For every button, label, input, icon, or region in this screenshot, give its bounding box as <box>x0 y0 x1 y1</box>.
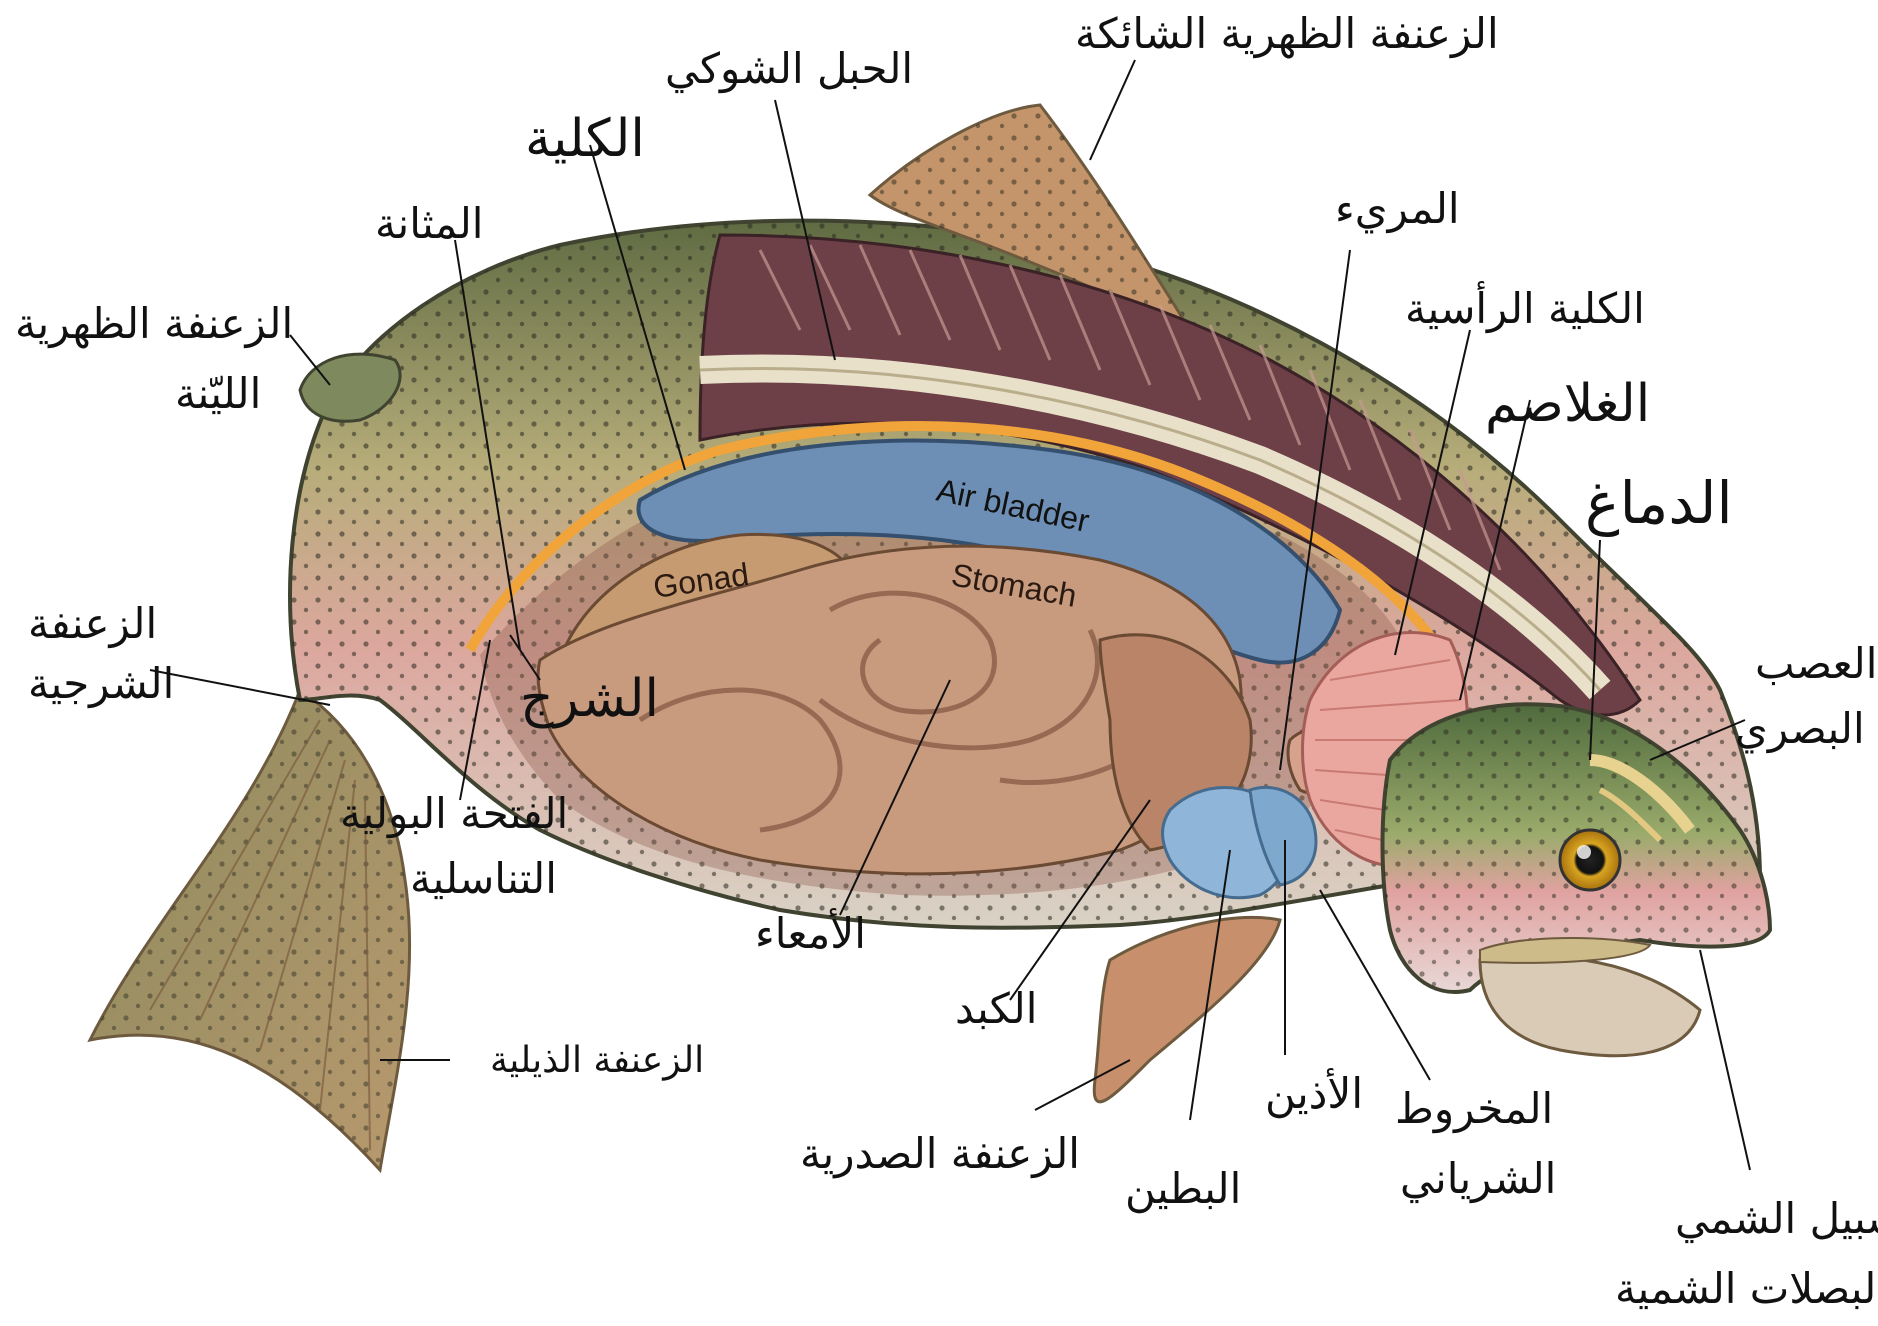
optic-nerve-label-line1: العصب <box>1755 640 1877 688</box>
soft-dorsal-fin-label-line1: الزعنفة الظهرية <box>15 300 293 348</box>
eye <box>1560 830 1620 890</box>
conus-arteriosus-label-line1: المخروط <box>1395 1085 1553 1133</box>
optic-nerve-label-line2: البصري <box>1735 705 1865 753</box>
head-kidney-label: الكلية الرأسية <box>1405 285 1645 333</box>
anal-fin-label-line2: الشرجية <box>28 660 174 708</box>
urogenital-opening-label-line2: التناسلية <box>410 855 557 903</box>
anal-fin-label-line1: الزعنفة <box>28 600 157 648</box>
anus-label: الشرج <box>520 670 659 730</box>
lower-jaw <box>1480 957 1700 1056</box>
conus-arteriosus-label-line2: الشرياني <box>1400 1155 1556 1203</box>
soft-dorsal-fin-label-line2: الليّنة <box>175 370 261 418</box>
spiny-dorsal-fin-label: الزعنفة الظهرية الشائكة <box>1075 10 1499 58</box>
spinal-cord-label: الحبل الشوكي <box>665 45 913 93</box>
pectoral-fin <box>1094 917 1280 1101</box>
gills-label: الغلاصم <box>1485 375 1650 435</box>
urogenital-opening-label-line1: الفتحة البولية <box>340 790 568 838</box>
intestine-label: الأمعاء <box>755 910 866 958</box>
pectoral-fin-label: الزعنفة الصدرية <box>800 1130 1080 1178</box>
olfactory-tract-label-line1: السبيل الشمي <box>1675 1195 1878 1243</box>
olfactory-tract-label-line2: والبصلات الشمية <box>1615 1265 1878 1313</box>
atrium-label: الأذين <box>1265 1070 1363 1118</box>
brain-label: الدماغ <box>1585 470 1733 537</box>
tail-fin-label: الزعنفة الذيلية <box>490 1040 704 1081</box>
liver-label: الكبد <box>955 985 1037 1033</box>
esophagus-label: المريء <box>1335 185 1460 233</box>
kidney-label: الكلية <box>525 110 645 170</box>
bladder-label: المثانة <box>375 200 483 248</box>
ventricle-label: البطين <box>1125 1165 1241 1213</box>
